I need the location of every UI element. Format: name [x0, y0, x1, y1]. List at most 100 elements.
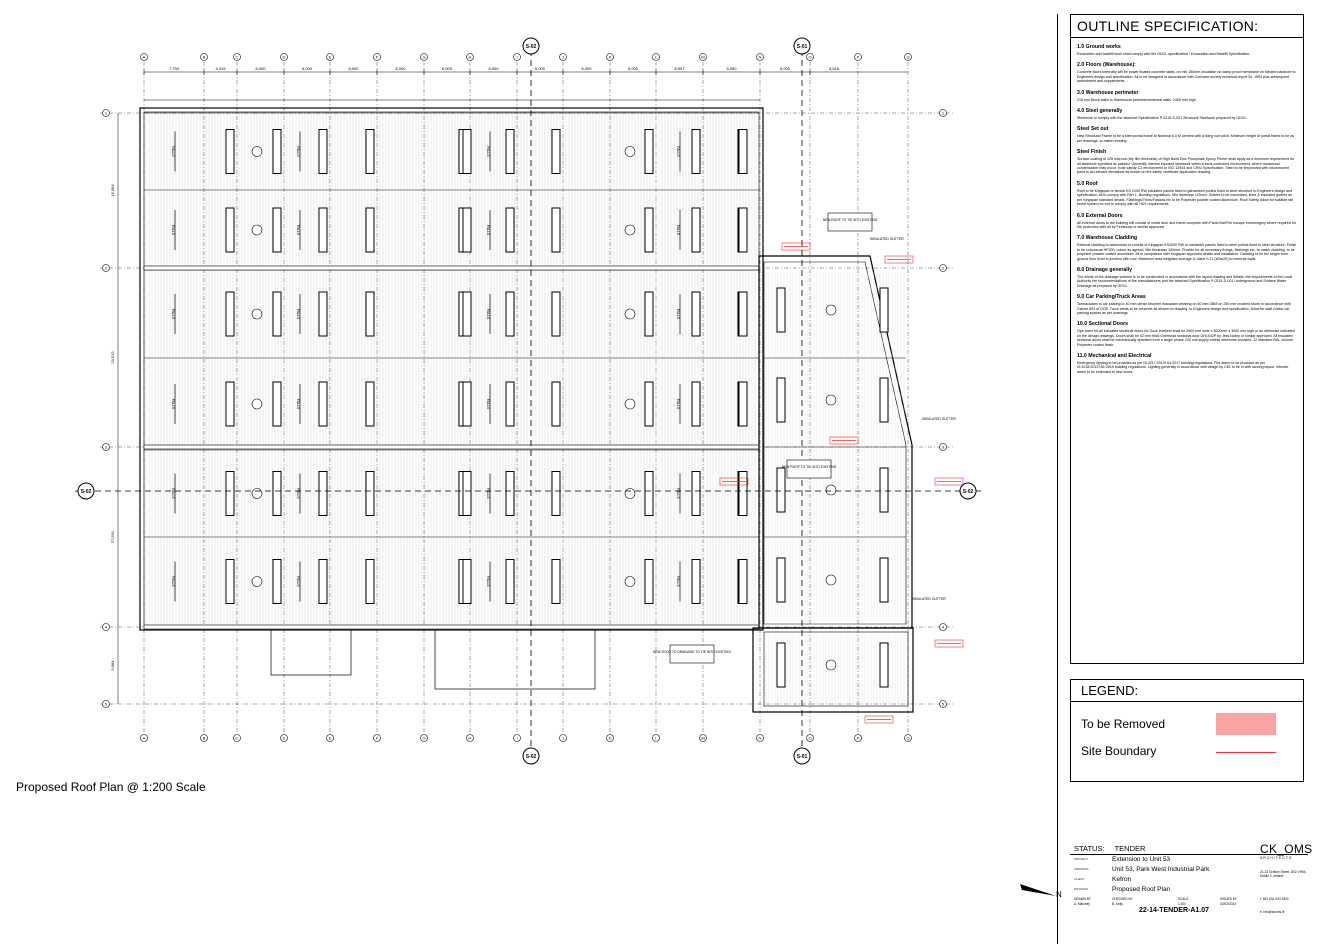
spec-text: External cladding to warehouse to consis… — [1077, 243, 1297, 261]
rooflight — [879, 287, 889, 333]
fall-label: FALLS — [676, 225, 680, 236]
lower-extension-outline — [752, 627, 914, 713]
grid-bubble — [373, 734, 381, 742]
rooflight — [365, 471, 375, 516]
grid-bubble — [606, 53, 614, 61]
rooflight — [776, 557, 786, 603]
grid-col-label: I — [516, 736, 517, 741]
rooflight — [691, 559, 701, 604]
issued-value: 22/02/2023 — [1220, 902, 1236, 906]
loading-bay — [270, 629, 352, 676]
spec-heading: 7.0 Warehouse Cladding — [1077, 235, 1138, 242]
rooflight — [318, 471, 328, 516]
section-marker-label: S-01 — [797, 44, 808, 50]
grid-row-label: 5 — [942, 702, 945, 707]
rooflight — [879, 467, 889, 513]
drawn-value: A. Maloney — [1074, 902, 1090, 906]
note-box — [786, 459, 832, 479]
removal-marker — [719, 477, 749, 486]
gutter-note: INSULATED GUTTER — [922, 417, 956, 421]
rooflight — [776, 377, 786, 423]
removal-marker — [884, 255, 914, 264]
grid-col-label: J — [562, 55, 564, 60]
spec-text: Surface coating of 125 microns (dry film… — [1077, 157, 1295, 175]
grid-col-label: J — [562, 736, 564, 741]
section-marker — [522, 37, 540, 55]
rooflight — [879, 642, 889, 688]
rooflight — [462, 381, 472, 427]
fall-label: FALLS — [296, 399, 300, 410]
grid-col-label: P — [857, 736, 860, 741]
status-row: STATUS:TENDER — [1074, 844, 1145, 853]
rooflight — [644, 559, 654, 604]
dimension-label: 5,050 — [726, 66, 737, 71]
drawing-caption: Proposed Roof Plan @ 1:200 Scale — [16, 780, 206, 794]
rooflight — [691, 471, 701, 516]
gutter-note: INSULATED GUTTER — [912, 597, 946, 601]
grid-col-label: H — [469, 55, 472, 60]
fall-label: FALLS — [296, 225, 300, 236]
section-marker — [77, 482, 95, 500]
issued-label: ISSUED BY — [1220, 897, 1238, 901]
grid-bubble — [854, 734, 862, 742]
grid-row-label: 3 — [105, 445, 108, 450]
grid-bubble — [280, 734, 288, 742]
fall-label: FALLS — [486, 488, 490, 499]
rooflight — [505, 129, 515, 174]
rooflight — [462, 471, 472, 516]
grid-col-label: K — [609, 55, 612, 60]
spec-heading: 8.0 Drainage generally — [1077, 266, 1133, 273]
grid-col-label: G — [422, 736, 425, 741]
rooflight — [462, 291, 472, 337]
roof-vent — [624, 308, 636, 320]
legend-panel: LEGEND: To be Removed Site Boundary — [1070, 679, 1304, 782]
section-marker-label: S-02 — [526, 754, 537, 760]
rooflight — [738, 207, 748, 253]
grid-bubble — [200, 734, 208, 742]
grid-col-label: L — [655, 55, 658, 60]
dimension-label: 9,984 — [110, 660, 115, 671]
spec-text: New Structural Frame to be a steel porta… — [1077, 134, 1295, 143]
grid-col-label: L — [655, 736, 658, 741]
grid-col-label: C — [236, 55, 239, 60]
spec-heading: 5.0 Roof — [1077, 180, 1098, 187]
grid-bubble — [233, 53, 241, 61]
legend-swatch-boundary — [1216, 752, 1276, 753]
firm-address: 21-22 Grafton Street, D02 VH94, Dublin 2… — [1260, 870, 1307, 878]
roof-vent — [251, 308, 263, 320]
project-label: PROJECT — [1074, 857, 1089, 861]
rooflight — [272, 381, 282, 427]
grid-bubble — [939, 109, 947, 117]
status-label: STATUS: — [1074, 844, 1105, 853]
dimension-label: 7,794 — [169, 66, 180, 71]
rooflight — [691, 381, 701, 427]
north-arrow-icon — [1020, 884, 1056, 896]
legend-title: LEGEND: — [1071, 680, 1303, 702]
section-marker-label: S-02 — [526, 44, 537, 50]
grid-bubble — [102, 700, 110, 708]
rooflight — [225, 207, 235, 253]
client-value: Kefron — [1112, 876, 1132, 883]
rooflight — [551, 129, 561, 174]
removal-marker — [934, 639, 964, 648]
legend-label-removed: To be Removed — [1081, 717, 1166, 731]
grid-col-label: D — [283, 736, 286, 741]
address-value: Unit 53, Park West Industrial Park — [1112, 866, 1210, 873]
grid-bubble — [140, 734, 148, 742]
spec-text: The whole of the drainage scheme is to b… — [1077, 274, 1293, 288]
grid-col-label: C — [236, 736, 239, 741]
roof-vent — [624, 146, 636, 157]
grid-bubble — [200, 53, 208, 61]
rooflight — [272, 207, 282, 253]
grid-row-label: 2 — [942, 266, 945, 271]
rooflight — [644, 291, 654, 337]
rooflight — [551, 471, 561, 516]
dimension-label: 6,997 — [674, 66, 685, 71]
project-value: Extension to Unit 53 — [1112, 856, 1171, 863]
grid-bubble — [939, 264, 947, 272]
grid-col-label: K — [609, 736, 612, 741]
section-marker-label: S-02 — [81, 489, 92, 495]
